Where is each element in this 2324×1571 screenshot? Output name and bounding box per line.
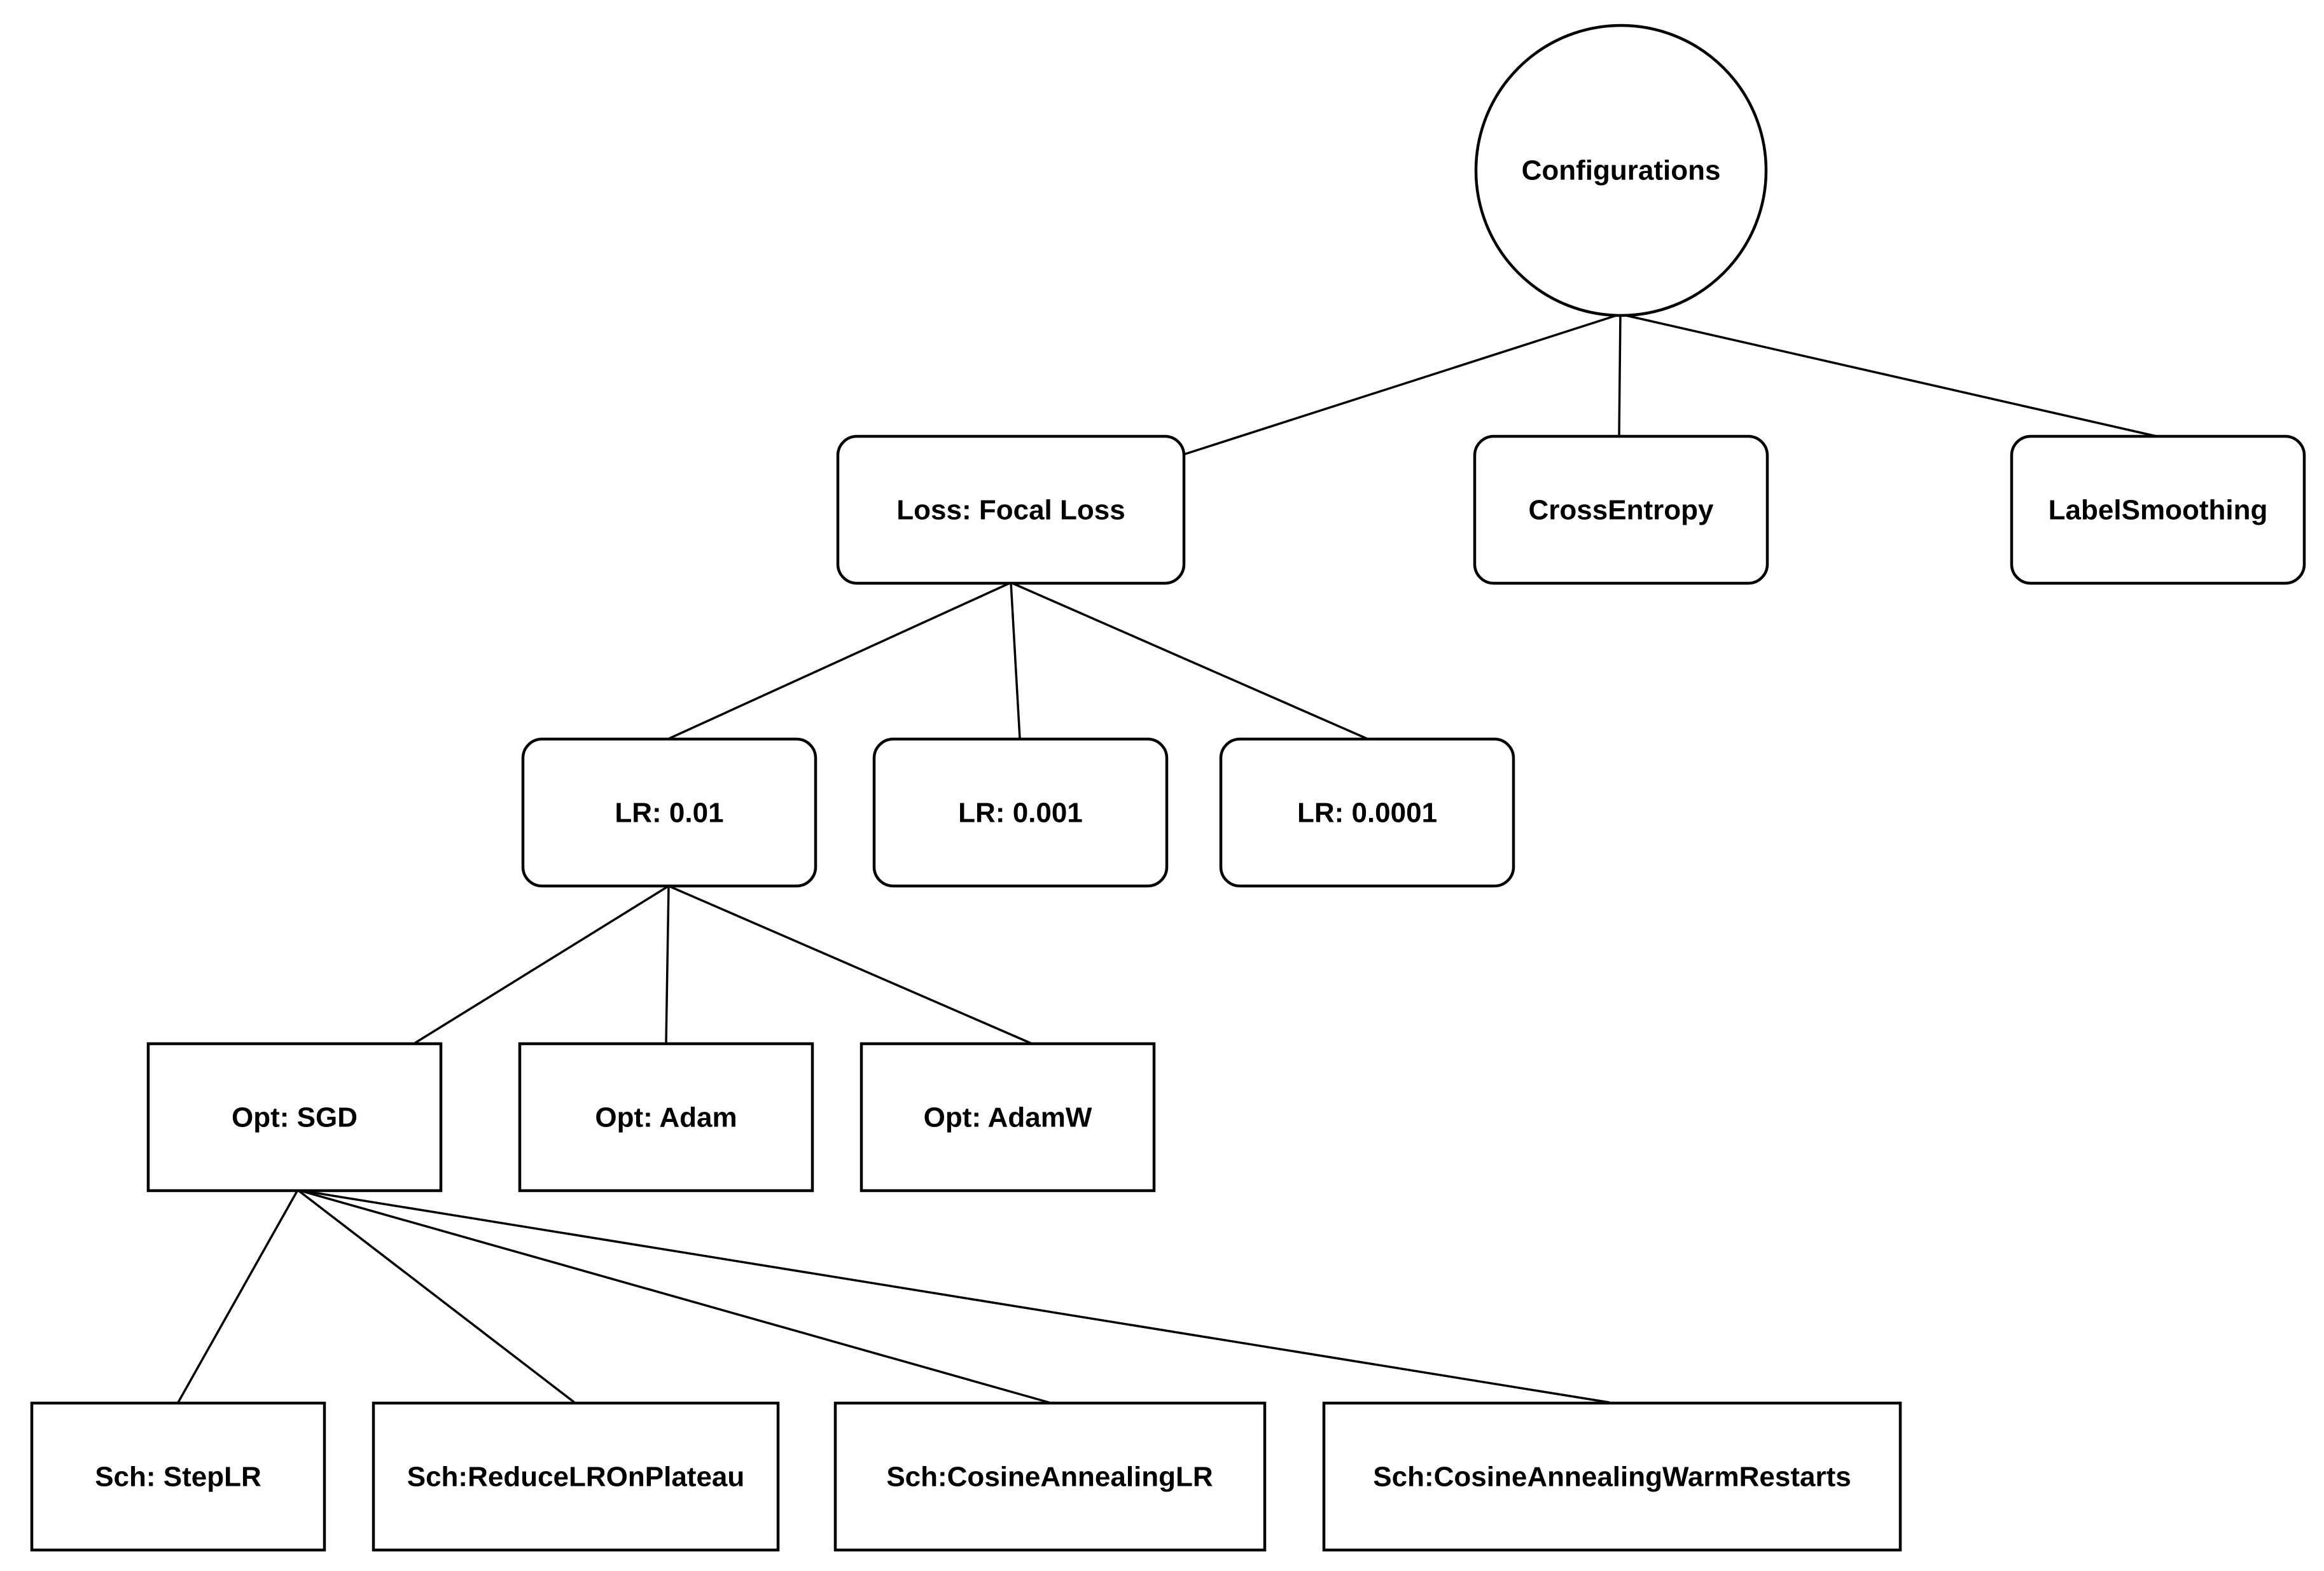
node-lr-0001: LR: 0.001: [872, 737, 1169, 888]
node-lr-001-box: [521, 737, 818, 888]
node-lr-001: LR: 0.01: [521, 737, 818, 888]
node-sch-steplr-box: [30, 1401, 326, 1552]
node-crossentropy-label: CrossEntropy: [1529, 495, 1714, 526]
root-node: Configurations: [1474, 24, 1768, 317]
node-labelsmoothing: LabelSmoothing: [2010, 434, 2306, 585]
root-circle: [1474, 24, 1768, 317]
edge-root-labelsmoothing: [1620, 313, 2157, 438]
node-focal-loss: Loss: Focal Loss: [836, 434, 1186, 585]
node-opt-sgd: Opt: SGD: [146, 1042, 443, 1193]
edge-sgd-reducelronplateau: [296, 1189, 576, 1404]
edge-sgd-steplr: [177, 1189, 299, 1403]
node-sch-cosineannealinglr-label: Sch:CosineAnnealingLR: [886, 1462, 1213, 1493]
node-opt-sgd-label: Opt: SGD: [232, 1102, 358, 1133]
node-sch-cosineannealinglr-box: [833, 1401, 1267, 1552]
node-opt-adam: Opt: Adam: [518, 1042, 814, 1193]
node-sch-reducelronplateau-label: Sch:ReduceLROnPlateau: [407, 1462, 745, 1493]
edge-root-crossentropy: [1618, 314, 1622, 437]
node-sch-cosinewarmrestarts: Sch:CosineAnnealingWarmRestarts: [1322, 1401, 1902, 1552]
edge-sgd-cosinewarmrestarts: [297, 1189, 1610, 1404]
node-lr-0001-label: LR: 0.001: [958, 798, 1083, 829]
root-label: Configurations: [1522, 155, 1721, 186]
node-crossentropy-box: [1473, 434, 1769, 585]
node-sch-reducelronplateau: Sch:ReduceLROnPlateau: [372, 1401, 780, 1552]
node-focal-loss-box: [836, 434, 1186, 585]
node-opt-sgd-box: [146, 1042, 443, 1193]
node-opt-adamw-label: Opt: AdamW: [924, 1102, 1092, 1133]
edge-sgd-cosineannealinglr: [297, 1189, 1050, 1404]
node-opt-adamw: Opt: AdamW: [859, 1042, 1156, 1193]
node-lr-00001-box: [1219, 737, 1515, 888]
node-labelsmoothing-box: [2010, 434, 2306, 585]
edge-focal-lr-00001: [1010, 581, 1367, 740]
edge-lr-opt-sgd: [414, 885, 669, 1044]
node-opt-adam-label: Opt: Adam: [595, 1102, 737, 1133]
node-crossentropy: CrossEntropy: [1473, 434, 1769, 585]
node-lr-001-label: LR: 0.01: [615, 798, 723, 829]
node-lr-00001: LR: 0.0001: [1219, 737, 1515, 888]
node-focal-loss-label: Loss: Focal Loss: [896, 495, 1125, 526]
node-lr-0001-box: [872, 737, 1169, 888]
edge-root-focal-loss: [1180, 313, 1621, 457]
edge-lr-opt-adamw: [668, 885, 1031, 1044]
node-sch-steplr-label: Sch: StepLR: [95, 1462, 261, 1493]
edges: [177, 313, 2157, 1404]
edge-lr-opt-adam: [665, 885, 670, 1044]
node-opt-adam-box: [518, 1042, 814, 1193]
node-labelsmoothing-label: LabelSmoothing: [2049, 495, 2268, 526]
node-sch-cosineannealinglr: Sch:CosineAnnealingLR: [833, 1401, 1267, 1552]
node-opt-adamw-box: [859, 1042, 1156, 1193]
node-lr-00001-label: LR: 0.0001: [1297, 798, 1437, 829]
node-sch-reducelronplateau-box: [372, 1401, 780, 1552]
node-sch-cosinewarmrestarts-box: [1322, 1401, 1902, 1552]
edge-focal-lr-0001: [1010, 582, 1021, 739]
node-sch-cosinewarmrestarts-label: Sch:CosineAnnealingWarmRestarts: [1373, 1462, 1851, 1493]
edge-focal-lr-001: [669, 581, 1012, 740]
node-sch-steplr: Sch: StepLR: [30, 1401, 326, 1552]
